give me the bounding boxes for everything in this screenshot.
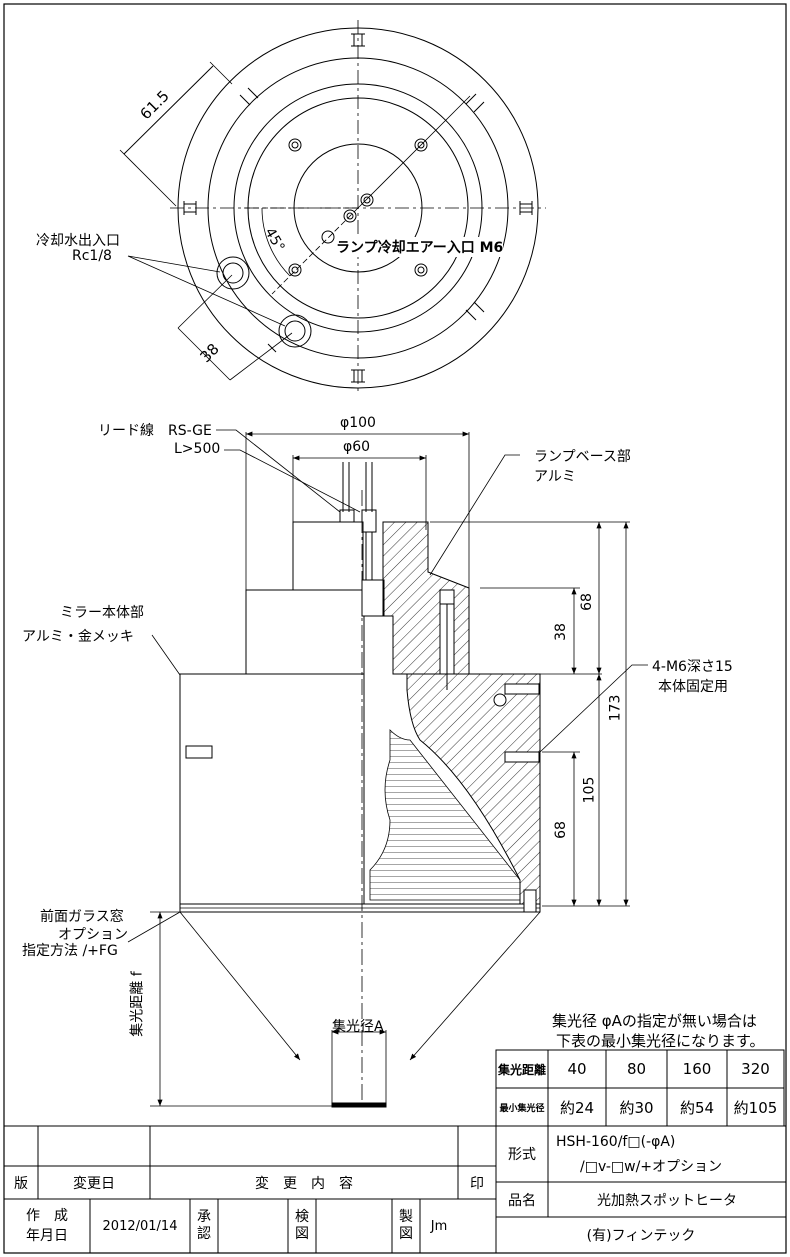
company-name: (有)フィンテック [586,1228,696,1244]
inner-diameter-dim: φ60 [343,439,371,455]
focal-distance-label: 集光距離 f [129,971,146,1037]
drafter-initials: Jm [430,1218,448,1234]
top-view [119,20,546,392]
table-cell: 約30 [619,1098,654,1117]
table-cell: 約105 [733,1098,778,1117]
lead-wire-label: リード線 RS-GE [98,423,212,439]
created-date: 2012/01/14 [102,1218,178,1234]
dim-173: 173 [607,694,624,722]
dim-68-top: 68 [578,593,595,611]
note-line-2: 下表の最小集光径になります。 [556,1032,765,1050]
created-label-2: 年月日 [26,1228,68,1244]
model-value-1: HSH-160/f□(-φA) [556,1134,676,1150]
dim-68-bottom: 68 [552,821,569,839]
draw-label-1: 製 [399,1209,413,1225]
lead-wire-length: L>500 [174,441,221,457]
product-label: 品名 [508,1192,536,1209]
mirror-material: アルミ・金メッキ [22,629,134,645]
table-cell: 160 [682,1060,712,1078]
spot-diameter-label: 集光径A [332,1019,384,1035]
content-label: 変 更 内 容 [255,1175,353,1192]
table-grid [4,1049,786,1253]
date-label: 変更日 [73,1175,115,1192]
glass-option: オプション [58,927,128,943]
mount-screw-label: 4-M6深さ15 [652,659,733,675]
table-cell: 約24 [559,1098,595,1117]
outer-diameter-dim: φ100 [340,415,376,431]
table-header-distance: 集光距離 [497,1062,546,1077]
glass-label: 前面ガラス窓 [40,909,124,925]
table-cell: 320 [741,1060,770,1078]
product-value: 光加熱スポットヒータ [597,1192,737,1209]
model-value-2: /□v-□w/+オプション [580,1159,723,1175]
dim-105: 105 [581,776,598,804]
created-label: 作 成 年月日 [4,1199,90,1253]
note-line-1: 集光径 φAの指定が無い場合は [552,1012,757,1030]
table-cell: 40 [567,1060,587,1078]
check-label-1: 検 [295,1209,309,1225]
mount-screw-use: 本体固定用 [658,679,728,695]
created-label-1: 作 成 [26,1208,68,1224]
table-cell: 80 [626,1060,647,1078]
side-view [127,429,648,1110]
model-label: 形式 [508,1147,536,1163]
lamp-air-label: ランプ冷却エアー入口 M6 [336,237,504,257]
mirror-label: ミラー本体部 [60,605,144,621]
glass-spec: 指定方法 /+FG [22,943,118,959]
approve-label-1: 承 [197,1209,211,1225]
seal-label: 印 [470,1175,484,1192]
draw-label: 製 図 [392,1199,420,1253]
dim-38: 38 [552,623,569,641]
lamp-base-label: ランプベース部 [534,449,631,465]
check-label: 検 図 [288,1199,316,1253]
draw-label-2: 図 [399,1226,413,1242]
lamp-base-material: アルミ [534,469,576,485]
check-label-2: 図 [295,1226,309,1242]
cooling-water-size: Rc1/8 [72,248,112,264]
approve-label: 承 認 [190,1199,218,1253]
table-cell: 約54 [679,1098,715,1117]
approve-label-2: 認 [197,1226,211,1242]
table-header-min-diameter: 最小集光径 [499,1103,545,1114]
sheet-border [3,3,787,1254]
cooling-water-label: 冷却水出入口 [36,233,120,249]
rev-label: 版 [14,1175,28,1192]
